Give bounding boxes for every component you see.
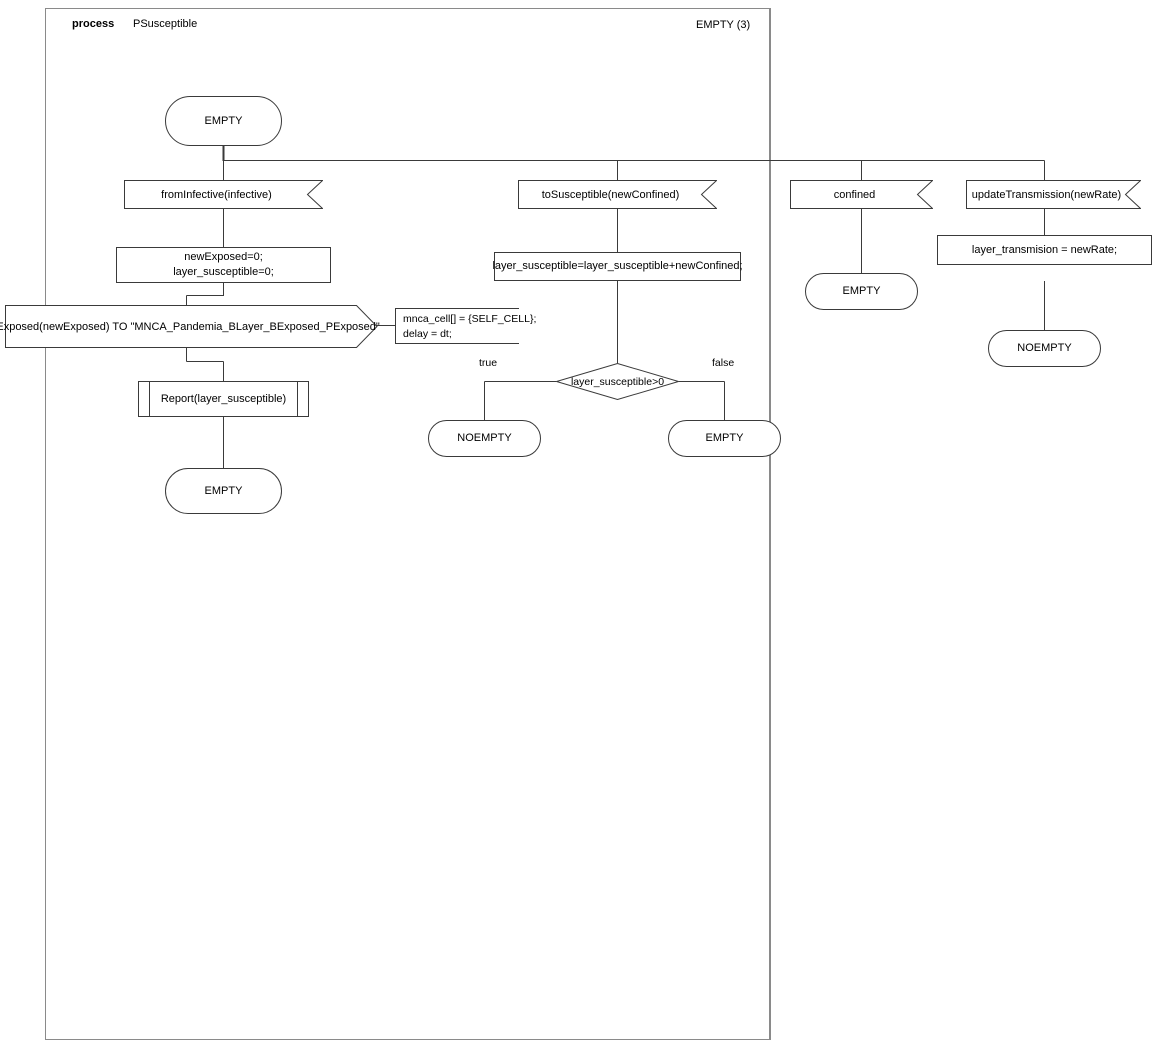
input-confined[interactable]: confined bbox=[790, 180, 933, 209]
edge-label-true: true bbox=[479, 357, 498, 369]
input-update-transmission[interactable]: updateTransmission(newRate) bbox=[966, 180, 1141, 209]
task-reset-line2: layer_susceptible=0; bbox=[173, 266, 274, 278]
decision-layer-susceptible[interactable]: layer_susceptible>0 bbox=[556, 363, 679, 400]
end-state-from-infective[interactable]: EMPTY bbox=[165, 468, 282, 514]
state-badge: EMPTY (3) bbox=[696, 19, 751, 31]
end-state-update-transmission[interactable]: NOEMPTY bbox=[988, 330, 1101, 367]
input-to-susceptible[interactable]: toSusceptible(newConfined) bbox=[518, 180, 717, 209]
procedure-call-report[interactable]: Report(layer_susceptible) bbox=[138, 381, 309, 417]
start-state[interactable]: EMPTY bbox=[165, 96, 282, 146]
state-noempty-true[interactable]: NOEMPTY bbox=[428, 420, 541, 457]
task-reset-counters[interactable]: newExposed=0; layer_susceptible=0; bbox=[116, 247, 331, 283]
output-to-exposed[interactable]: toExposed(newExposed) TO "MNCA_Pandemia_… bbox=[0, 305, 380, 348]
edge-label-false: false bbox=[712, 357, 735, 369]
input-from-infective[interactable]: fromInfective(infective) bbox=[124, 180, 323, 209]
task-accumulate-susceptible[interactable]: layer_susceptible=layer_susceptible+newC… bbox=[492, 252, 743, 281]
task-set-transmission[interactable]: layer_transmision = newRate; bbox=[937, 235, 1152, 265]
process-keyword: process bbox=[72, 18, 115, 30]
comment-note-mnca-cell: mnca_cell[] = {SELF_CELL}; delay = dt; bbox=[395, 308, 536, 344]
state-empty-false[interactable]: EMPTY bbox=[668, 420, 781, 457]
note-line1: mnca_cell[] = {SELF_CELL}; bbox=[403, 313, 537, 325]
process-frame bbox=[45, 8, 770, 1040]
task-reset-line1: newExposed=0; bbox=[184, 251, 263, 264]
end-state-confined[interactable]: EMPTY bbox=[805, 273, 918, 310]
process-name: PSusceptible bbox=[133, 18, 198, 30]
note-line2: delay = dt; bbox=[403, 328, 452, 341]
